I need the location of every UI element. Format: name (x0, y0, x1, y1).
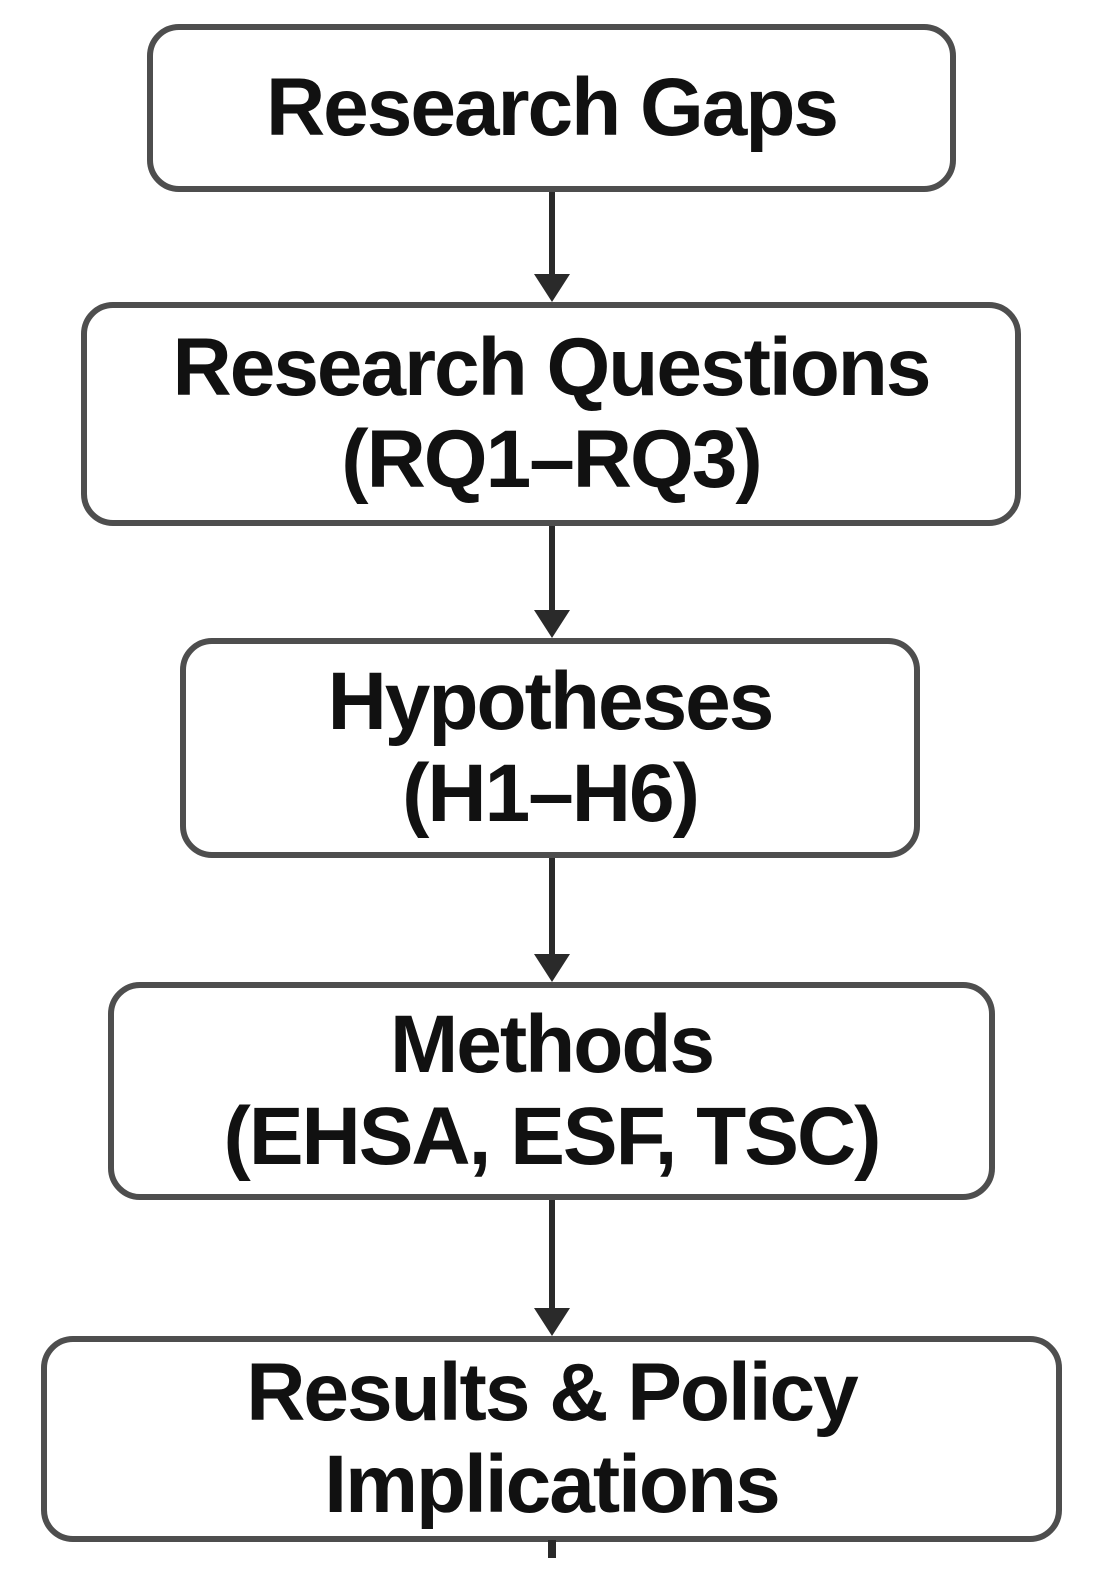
arrow-head (534, 274, 570, 302)
node-sublabel: (RQ1–RQ3) (341, 414, 762, 505)
arrow-shaft (549, 858, 555, 954)
node-label: Methods (389, 999, 715, 1090)
arrow-shaft (549, 1200, 555, 1308)
arrow-head (534, 1308, 570, 1336)
flow-arrow-down-icon (534, 526, 570, 638)
node-sublabel: (H1–H6) (402, 748, 700, 839)
node-methods: Methods (EHSA, ESF, TSC) (108, 982, 995, 1200)
arrow-head (534, 954, 570, 982)
node-label: Results & Policy (246, 1347, 859, 1438)
node-sublabel: Implications (324, 1439, 780, 1530)
flow-arrow-down-icon (534, 858, 570, 982)
node-label: Hypotheses (327, 656, 775, 747)
arrow-shaft (549, 526, 555, 610)
node-label: Research Questions (172, 322, 932, 413)
node-sublabel: (EHSA, ESF, TSC) (223, 1091, 882, 1182)
node-research-gaps: Research Gaps (147, 24, 956, 192)
arrow-shaft (549, 192, 555, 274)
node-label: Research Gaps (265, 62, 839, 153)
node-results-policy-implications: Results & Policy Implications (41, 1336, 1062, 1542)
node-hypotheses: Hypotheses (H1–H6) (180, 638, 920, 858)
arrow-head (534, 610, 570, 638)
flow-arrow-down-icon (534, 192, 570, 302)
flow-arrow-stub (548, 1540, 556, 1558)
node-research-questions: Research Questions (RQ1–RQ3) (81, 302, 1021, 526)
flow-arrow-down-icon (534, 1200, 570, 1336)
